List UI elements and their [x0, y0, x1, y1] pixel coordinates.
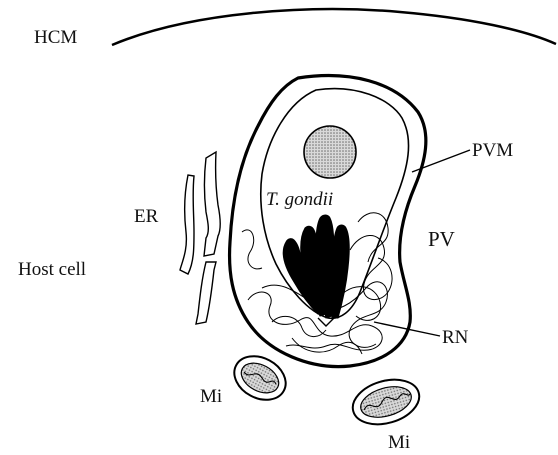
- endoplasmic-reticulum: [180, 152, 220, 324]
- label-hcm: HCM: [34, 27, 77, 48]
- label-pvm: PVM: [472, 140, 513, 161]
- label-rn: RN: [442, 327, 469, 348]
- mitochondrion-left: [227, 348, 293, 409]
- mitochondrion-right: [348, 372, 425, 431]
- label-t-gondii: T. gondii: [266, 189, 333, 210]
- label-mi-right: Mi: [388, 432, 410, 453]
- host-cell-membrane: [112, 9, 556, 45]
- label-pv: PV: [428, 227, 455, 251]
- label-host-cell: Host cell: [18, 259, 86, 280]
- label-er: ER: [134, 206, 159, 227]
- parasite-nucleus: [304, 126, 356, 178]
- label-mi-left: Mi: [200, 386, 222, 407]
